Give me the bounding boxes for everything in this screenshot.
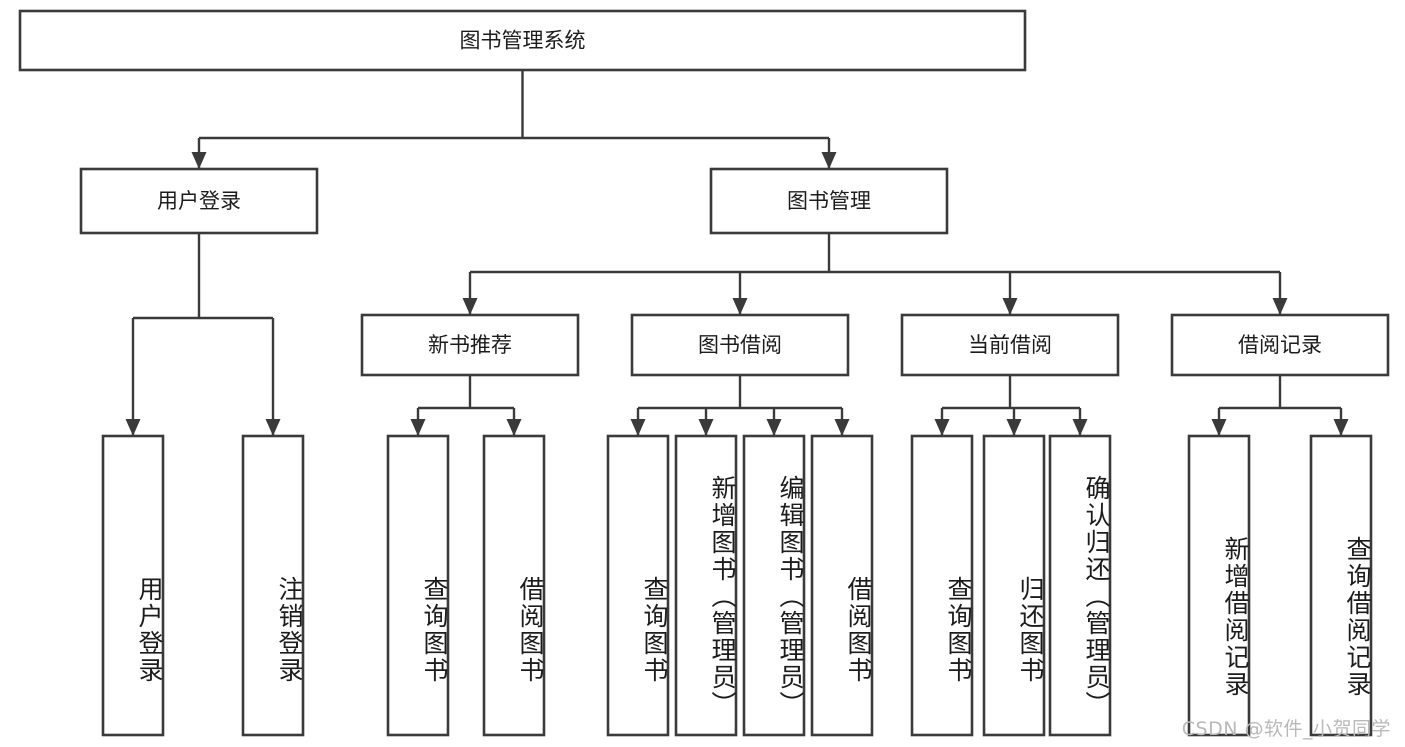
leaf-box-nb-query[interactable]	[386, 434, 450, 737]
watermark-text: CSDN @软件_小贺同学	[1181, 718, 1391, 740]
arrow-head-icon	[766, 419, 782, 436]
node-label-borrow-record: 借阅记录	[1238, 333, 1322, 357]
arrow-head-icon	[1211, 419, 1227, 436]
leaf-box-leaf-logout-login[interactable]	[241, 434, 305, 737]
leaf-box-nb-borrow[interactable]	[482, 434, 546, 737]
node-box-borrow-record[interactable]	[1170, 313, 1390, 377]
boxes-layer	[18, 9, 1390, 737]
leaf-box-bb-add[interactable]	[674, 434, 738, 737]
leaf-box-br-add[interactable]	[1187, 434, 1251, 737]
leaf-box-bb-borrow[interactable]	[810, 434, 874, 737]
arrow-head-icon	[462, 298, 478, 315]
arrow-head-icon	[732, 298, 748, 315]
arrow-head-icon	[191, 152, 207, 169]
arrow-head-icon	[934, 419, 950, 436]
arrow-head-icon	[630, 419, 646, 436]
node-label-root: 图书管理系统	[460, 29, 586, 53]
leaf-box-bb-edit[interactable]	[742, 434, 806, 737]
arrow-head-icon	[506, 419, 522, 436]
leaf-box-bb-query[interactable]	[606, 434, 670, 737]
node-label-book-manage: 图书管理	[787, 189, 871, 213]
leaf-box-cb-query[interactable]	[910, 434, 974, 737]
node-box-book-manage[interactable]	[709, 167, 949, 235]
leaf-box-cb-confirm[interactable]	[1048, 434, 1112, 737]
arrow-head-icon	[1002, 298, 1018, 315]
arrow-head-icon	[821, 152, 837, 169]
node-box-book-borrow[interactable]	[630, 313, 850, 377]
arrow-head-icon	[1333, 419, 1349, 436]
arrow-head-icon	[1072, 419, 1088, 436]
leaf-box-leaf-user-login[interactable]	[101, 434, 165, 737]
node-box-current-borrow[interactable]	[900, 313, 1120, 377]
leaf-box-cb-return[interactable]	[982, 434, 1046, 737]
arrow-head-icon	[410, 419, 426, 436]
node-label-book-borrow: 图书借阅	[698, 333, 782, 357]
arrow-head-icon	[1272, 298, 1288, 315]
arrow-head-icon	[1006, 419, 1022, 436]
leaf-box-br-query[interactable]	[1309, 434, 1373, 737]
arrow-head-icon	[265, 419, 281, 436]
arrow-head-icon	[834, 419, 850, 436]
node-label-user-login: 用户登录	[157, 189, 241, 213]
node-label-new-book-rec: 新书推荐	[428, 333, 512, 357]
node-label-current-borrow: 当前借阅	[968, 333, 1052, 357]
arrow-head-icon	[125, 419, 141, 436]
arrow-head-icon	[698, 419, 714, 436]
node-box-root[interactable]	[18, 9, 1027, 72]
node-box-user-login[interactable]	[79, 167, 319, 235]
connectors-layer	[125, 70, 1349, 436]
node-box-new-book-rec[interactable]	[360, 313, 580, 377]
